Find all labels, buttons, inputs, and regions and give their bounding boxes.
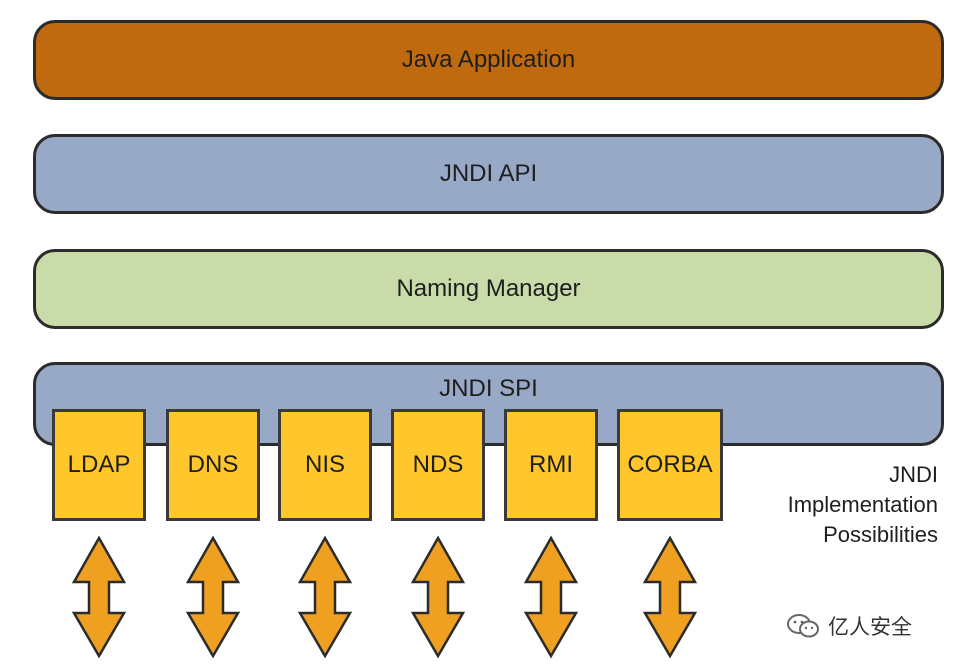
naming-manager-layer: Naming Manager: [33, 249, 944, 329]
impl-box-nis: NIS: [278, 409, 372, 521]
impl-label-dns: DNS: [187, 451, 239, 478]
caption-line-2: Implementation: [787, 492, 938, 518]
jndi-api-layer: JNDI API: [33, 134, 944, 214]
impl-box-corba: CORBA: [617, 409, 723, 521]
arrows-row: [71, 535, 698, 659]
impl-box-dns: DNS: [166, 409, 260, 521]
impl-label-nis: NIS: [304, 451, 345, 478]
watermark-text: 亿人安全: [828, 616, 912, 639]
naming-manager-label: Naming Manager: [396, 275, 581, 302]
double-vertical-arrow-icon-nis: [297, 535, 353, 659]
impl-label-corba: CORBA: [627, 451, 713, 478]
jndi-spi-label: JNDI SPI: [439, 375, 538, 402]
double-vertical-arrow-icon-corba: [642, 535, 698, 659]
double-vertical-arrow-icon-ldap: [71, 535, 127, 659]
watermark: 亿人安全: [786, 611, 912, 641]
double-vertical-arrow-icon-dns: [185, 535, 241, 659]
java-application-label: Java Application: [401, 46, 576, 73]
impl-box-rmi: RMI: [504, 409, 598, 521]
implementation-caption: JNDI Implementation Possibilities: [700, 460, 938, 550]
jndi-api-label: JNDI API: [439, 160, 538, 187]
double-vertical-arrow-icon-rmi: [523, 535, 579, 659]
impl-box-nds: NDS: [391, 409, 485, 521]
caption-line-1: JNDI: [889, 462, 938, 487]
impl-label-rmi: RMI: [529, 451, 573, 478]
double-vertical-arrow-icon-nds: [410, 535, 466, 659]
caption-line-3: Possibilities: [823, 522, 938, 548]
impl-label-nds: NDS: [412, 451, 464, 478]
wechat-icon: [787, 614, 819, 638]
impl-box-ldap: LDAP: [52, 409, 146, 521]
java-application-layer: Java Application: [33, 20, 944, 100]
impl-label-ldap: LDAP: [67, 451, 131, 478]
